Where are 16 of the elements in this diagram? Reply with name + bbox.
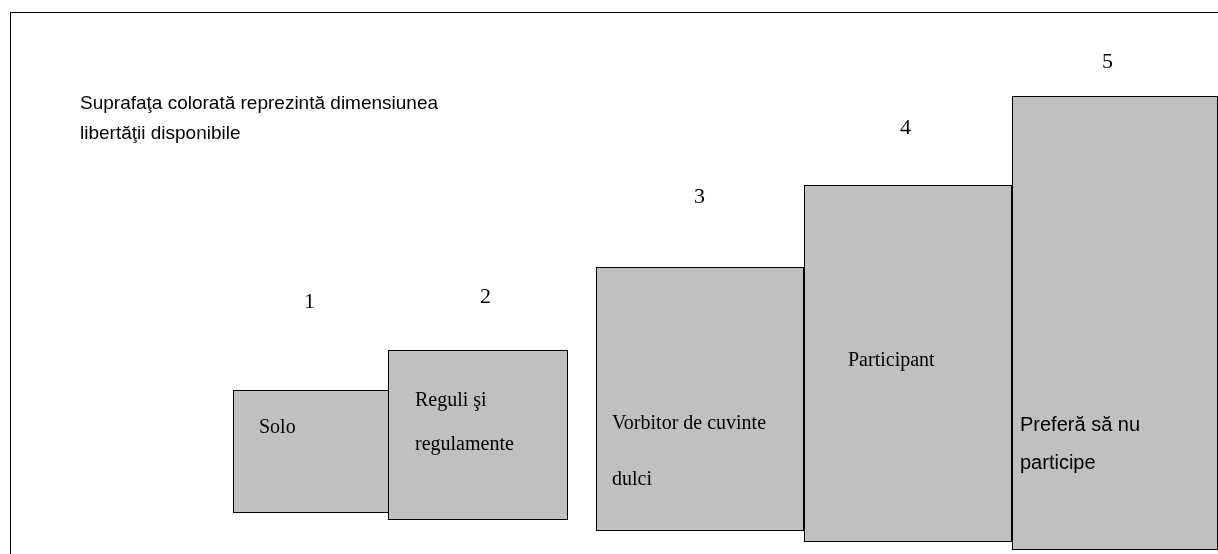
step-number: 2 <box>480 283 491 309</box>
step-number: 1 <box>304 288 315 314</box>
step-label: Participant <box>848 347 936 373</box>
step-box <box>804 185 1012 542</box>
step-box <box>596 267 804 531</box>
step-number: 5 <box>1102 48 1113 74</box>
step-label: Preferă să nu participe <box>1020 412 1142 475</box>
step-label: Vorbitor de cuvinte dulci <box>612 410 768 491</box>
step-label: Solo <box>259 414 297 439</box>
step-box <box>1012 96 1218 550</box>
step-number: 4 <box>900 114 911 140</box>
step-number: 3 <box>694 183 705 209</box>
note-text: Suprafaţa colorată reprezintă dimensiunea libertăţii disponibile <box>80 91 440 145</box>
step-box <box>388 350 568 520</box>
step-label: Reguli şi regulamente <box>415 387 515 457</box>
step-box <box>233 390 389 513</box>
